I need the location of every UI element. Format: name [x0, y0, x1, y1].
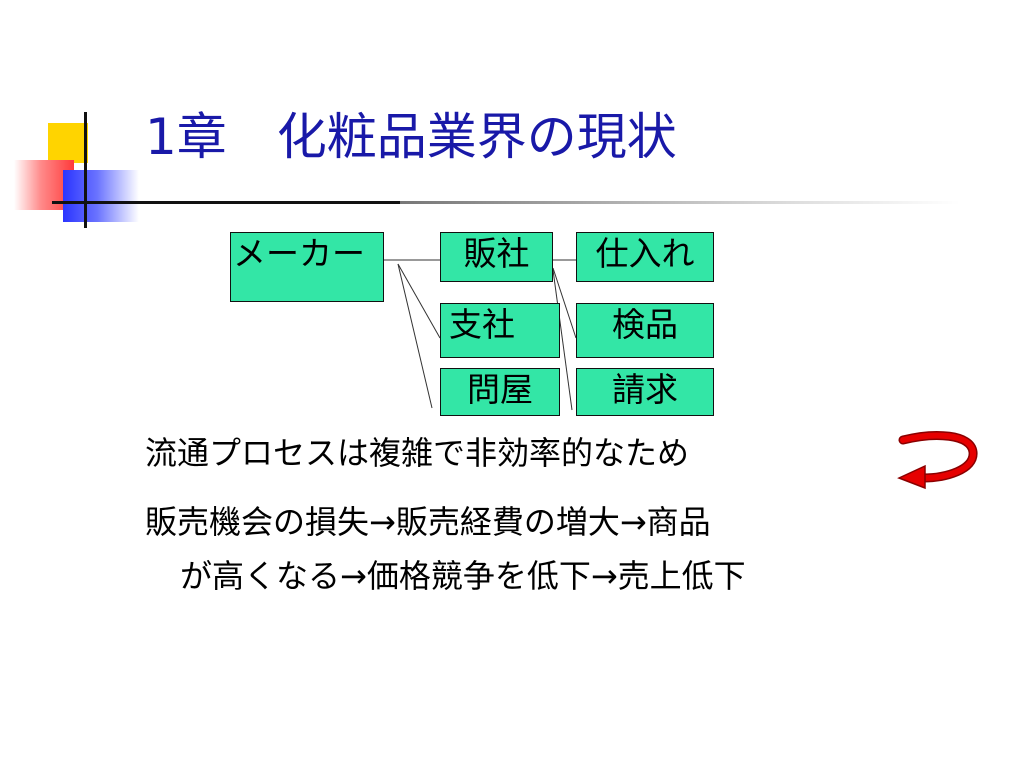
box-tonya: 問屋 — [440, 368, 560, 416]
connector-maker-tonya — [397, 263, 433, 409]
connector-maker-shisha — [397, 263, 441, 339]
curved-arrow-icon — [897, 431, 978, 490]
decor-blue-square — [63, 170, 139, 222]
box-shisha: 支社 — [440, 303, 560, 358]
slide-title: 1章 化粧品業界の現状 — [145, 108, 677, 166]
body-line-1: 流通プロセスは複雑で非効率的なため — [145, 434, 690, 472]
box-kenpin: 検品 — [576, 303, 714, 358]
box-maker: メーカー — [230, 232, 384, 302]
body-line-2: 販売機会の損失→販売経費の増大→商品 — [145, 503, 711, 541]
box-shiire: 仕入れ — [576, 232, 714, 282]
decor-yellow-square — [48, 123, 88, 163]
body-line-3: が高くなる→価格競争を低下→売上低下 — [180, 557, 746, 595]
connector-hansha-kenpin — [552, 267, 577, 339]
title-underline — [52, 201, 402, 204]
connector-hansha-seikyu — [552, 269, 573, 411]
decor-vertical-line — [84, 112, 87, 228]
box-hansha: 販社 — [440, 232, 553, 282]
box-seikyu: 請求 — [576, 368, 714, 416]
title-underline-fade — [400, 201, 960, 204]
